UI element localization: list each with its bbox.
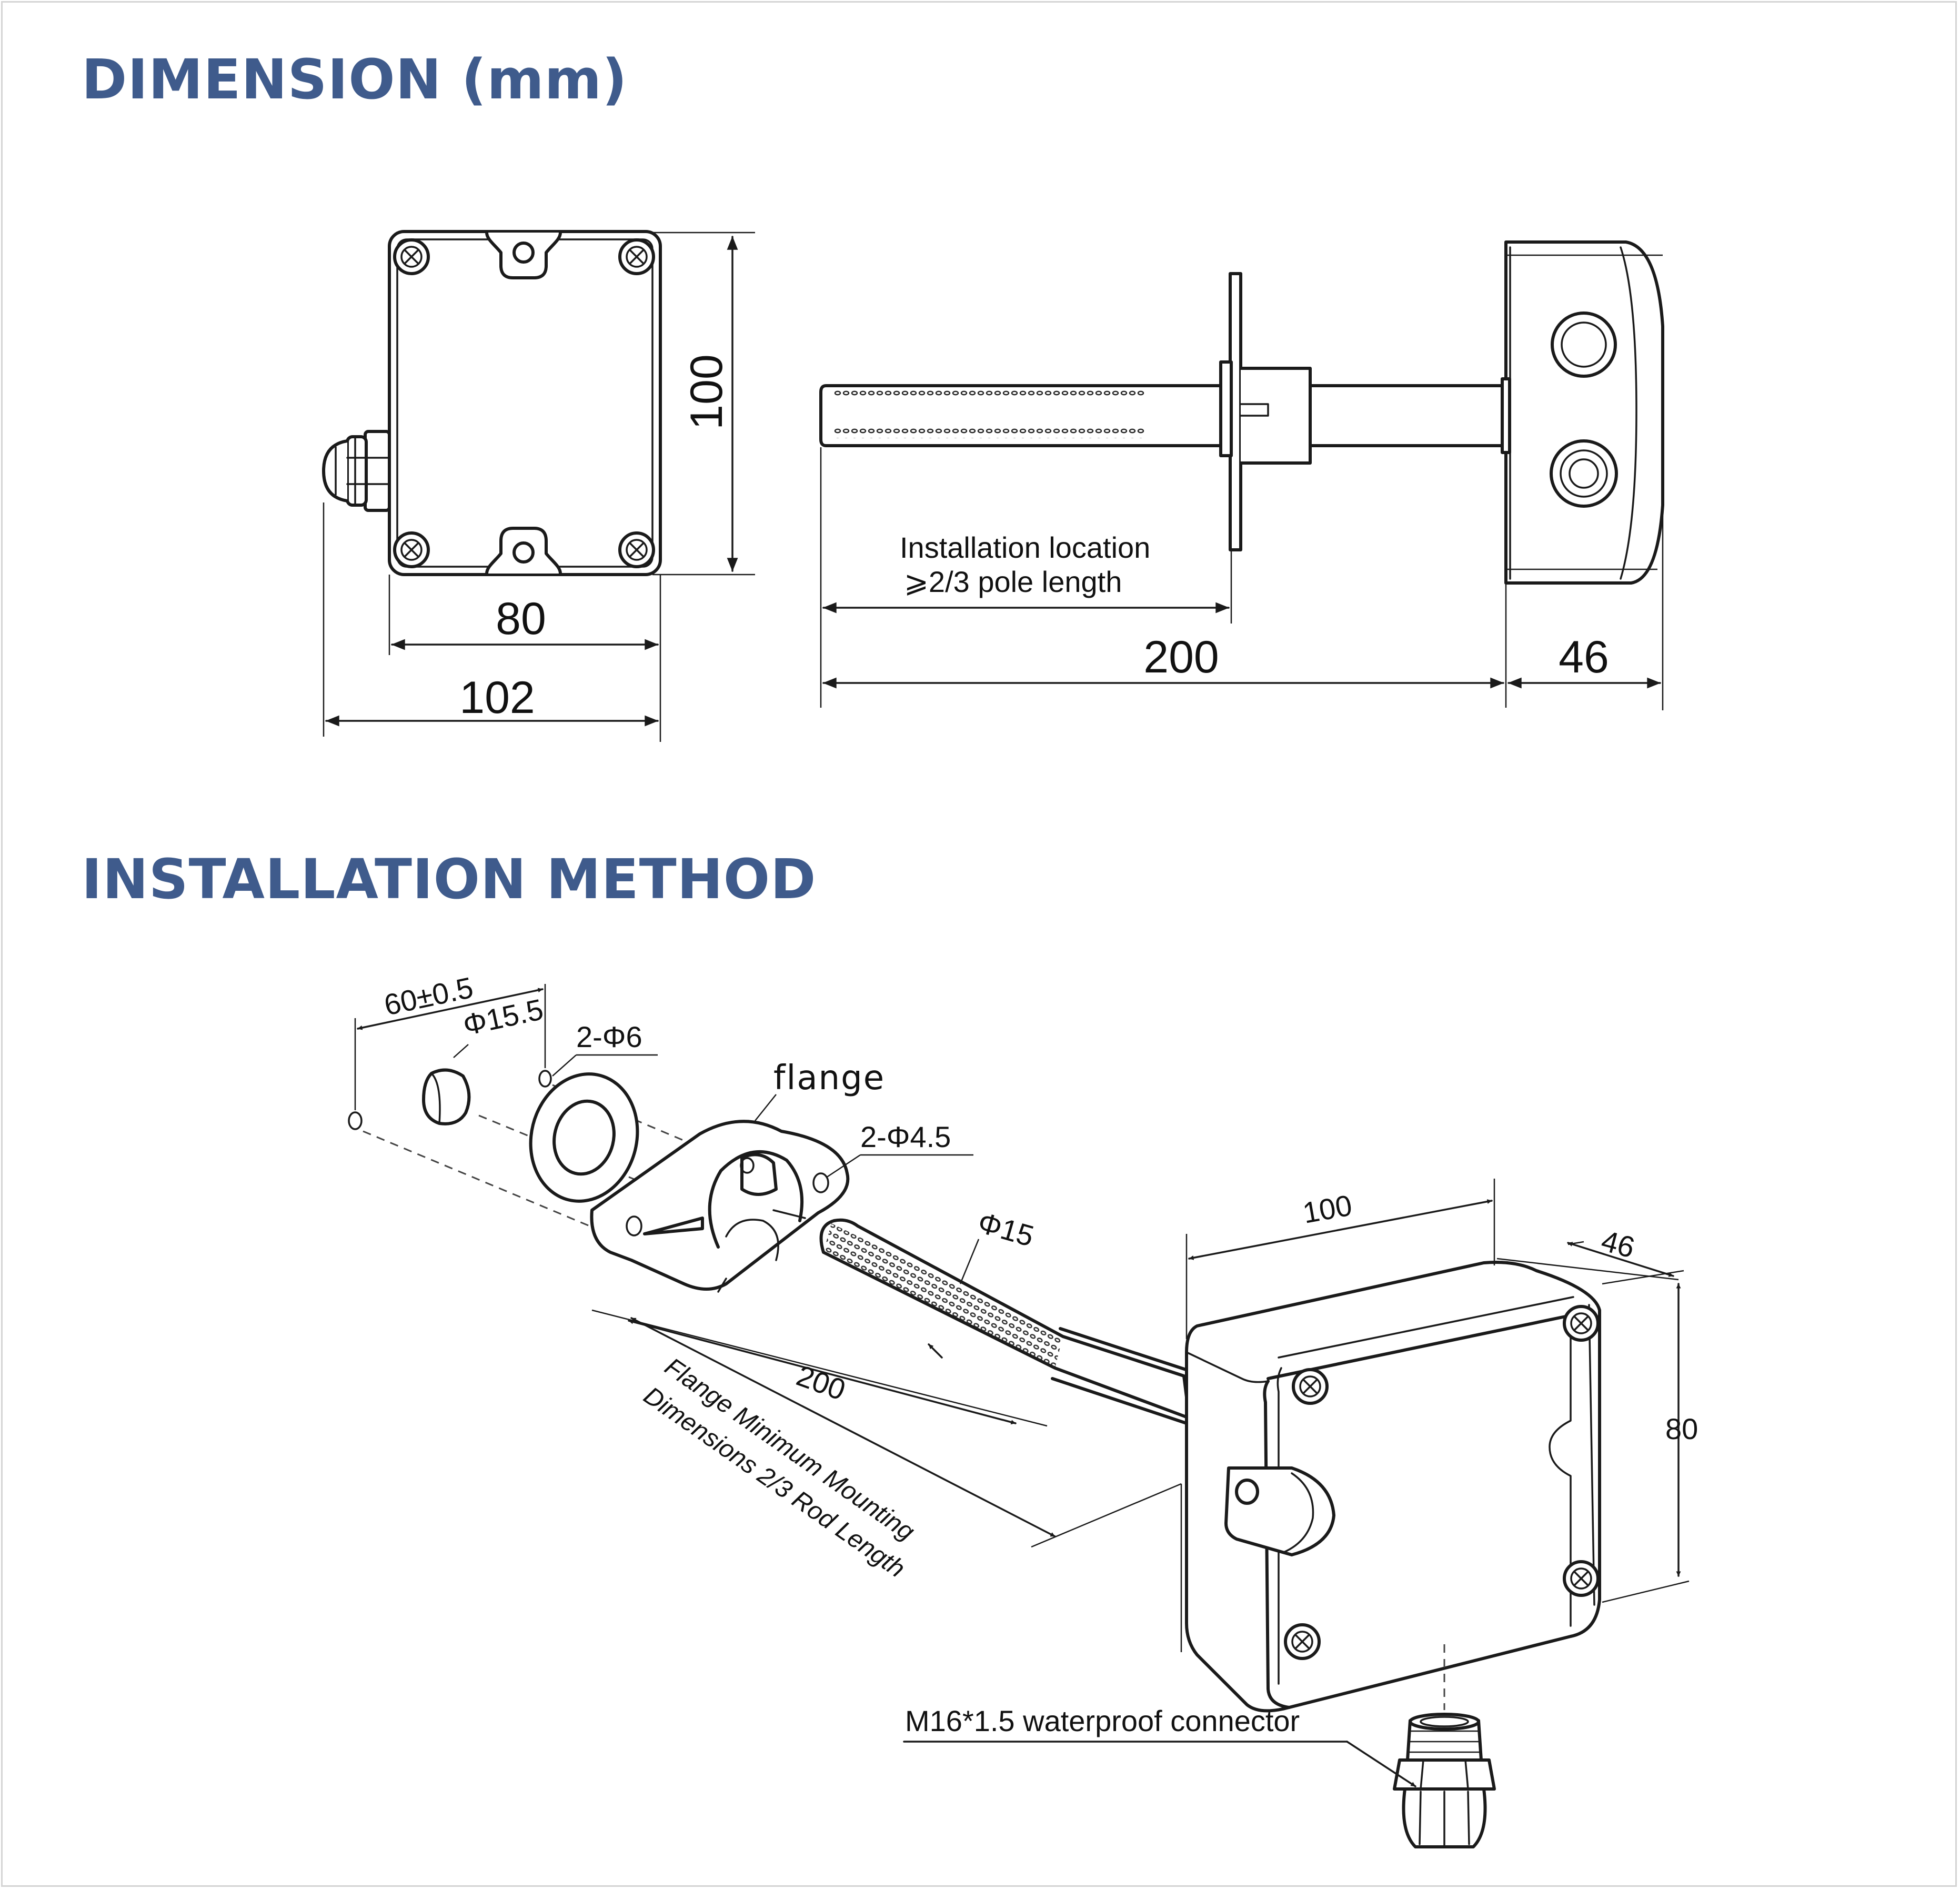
waterproof-connector-icon — [1393, 1713, 1496, 1848]
dim-depth-46: 46 — [1559, 632, 1609, 682]
dim-rod-200: 200 — [792, 1359, 850, 1406]
dimension-heading: DIMENSION (mm) — [82, 47, 628, 112]
mount-hole — [348, 1111, 363, 1130]
connector-label: M16*1.5 waterproof connector — [905, 1704, 1300, 1737]
installation-heading: INSTALLATION METHOD — [82, 847, 817, 911]
probe-rod — [819, 1218, 1191, 1425]
mount-hole — [538, 1070, 552, 1088]
screw-icon — [1564, 1306, 1598, 1340]
housing-side — [1504, 240, 1664, 585]
dim-mount-holes: 2-Φ6 — [576, 1020, 642, 1053]
cable-gland-icon — [322, 430, 391, 512]
dim-flange-holes: 2-Φ4.5 — [860, 1120, 951, 1153]
installation-view: 60±0.5 Φ15.5 2-Φ6 flange — [348, 971, 1698, 1848]
housing-front — [388, 230, 662, 576]
dim-width-80: 80 — [496, 594, 546, 644]
screw-icon — [1293, 1370, 1327, 1403]
screw-icon — [620, 533, 654, 567]
install-location-note: Installation location — [900, 531, 1150, 564]
flange-label: flange — [773, 1059, 885, 1098]
side-view: Installation location ⩾2/3 pole length 2… — [819, 240, 1664, 710]
screw-icon — [1285, 1625, 1319, 1658]
screw-icon — [395, 533, 428, 567]
flange-icon — [590, 1120, 850, 1293]
flange-note-line2: Dimensions 2/3 Rod Length — [639, 1382, 910, 1583]
dim-width-102: 102 — [459, 672, 535, 723]
housing-isometric — [1185, 1261, 1601, 1713]
flange-collar — [1239, 367, 1312, 465]
flange-note-line1: Flange Minimum Mounting — [660, 1353, 920, 1546]
dim-probe-200: 200 — [1143, 632, 1219, 682]
gasket-ring-icon — [529, 1072, 639, 1203]
dim-box-height: 80 — [1665, 1412, 1698, 1445]
pole-length-note: ⩾2/3 pole length — [904, 565, 1122, 598]
gland-nut-icon — [1550, 439, 1618, 508]
screw-icon — [395, 240, 428, 274]
blanking-plug-icon — [422, 1068, 471, 1125]
screw-icon — [620, 240, 654, 274]
dim-box-length: 100 — [1300, 1189, 1354, 1230]
screw-icon — [1564, 1562, 1598, 1595]
front-view: 100 80 102 — [322, 230, 755, 742]
dim-height-100: 100 — [681, 354, 732, 430]
dim-probe-diameter: Φ15 — [974, 1205, 1038, 1253]
dim-box-depth: 46 — [1598, 1224, 1638, 1264]
